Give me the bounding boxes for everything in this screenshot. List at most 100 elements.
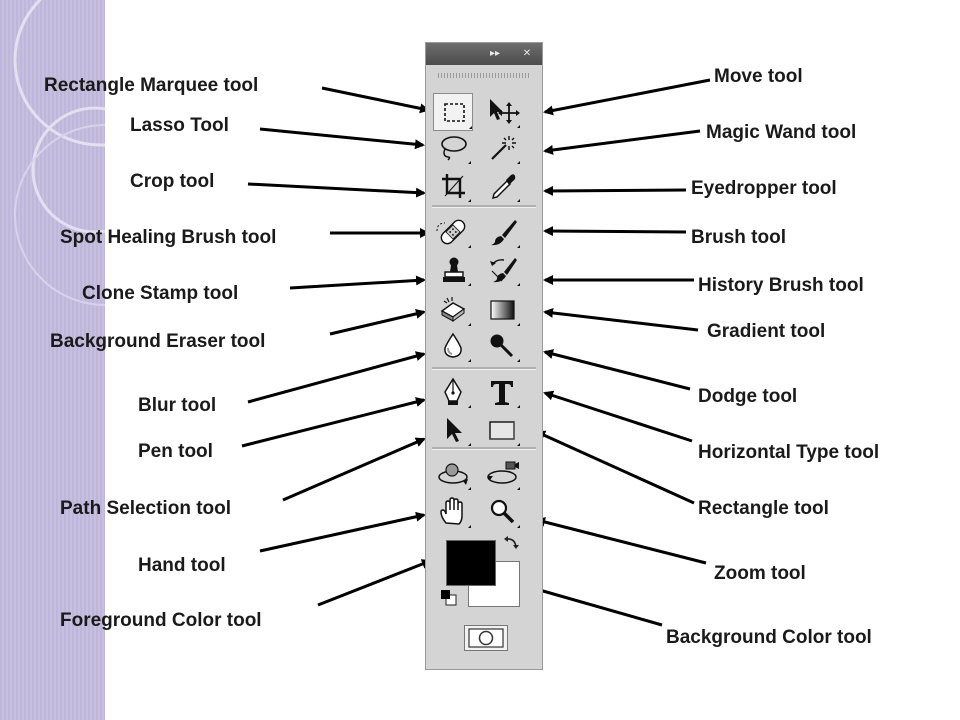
- callout-label: Background Eraser tool: [50, 331, 266, 352]
- droplet-icon: [444, 332, 471, 362]
- toolbox-panel: ▸▸ ✕: [425, 42, 543, 670]
- callout-label: Dodge tool: [698, 386, 798, 407]
- callout-arrow: [247, 351, 426, 404]
- callout-arrow: [317, 559, 432, 607]
- zoom-icon: [490, 499, 520, 528]
- history-brush-tool-button[interactable]: [482, 251, 522, 289]
- callout-label: Move tool: [714, 66, 803, 87]
- callout-arrow: [241, 397, 426, 448]
- callout-label: Rectangle tool: [698, 498, 829, 519]
- callout-arrow: [329, 308, 426, 336]
- pen-tool-button[interactable]: [433, 373, 473, 411]
- hand-tool-button[interactable]: [433, 493, 473, 531]
- rectangle-icon: [489, 421, 520, 446]
- callout-label: Pen tool: [138, 441, 213, 462]
- 3d-rotate-icon: [438, 463, 471, 490]
- callout-arrow: [520, 582, 663, 627]
- magic-wand-icon: [491, 136, 520, 164]
- callout-arrow: [543, 129, 701, 155]
- close-button[interactable]: ✕: [522, 48, 532, 59]
- dodge-icon: [490, 334, 520, 362]
- callout-arrow: [543, 78, 711, 116]
- callout-label: Brush tool: [691, 227, 786, 248]
- callout-arrow: [282, 437, 426, 502]
- blur-tool-button[interactable]: [433, 327, 473, 365]
- crop-tool-button[interactable]: [433, 167, 473, 205]
- stamp-icon: [443, 257, 471, 286]
- callout-label: Gradient tool: [707, 321, 826, 342]
- callout-label: Background Color tool: [666, 627, 872, 648]
- toolbox-header: ▸▸ ✕: [426, 43, 542, 65]
- callout-arrow: [259, 511, 426, 553]
- gradient-icon: [490, 300, 520, 326]
- callout-label: Hand tool: [138, 555, 226, 576]
- brush-icon: [491, 220, 520, 248]
- spot-healing-brush-tool-button[interactable]: [433, 213, 473, 251]
- default-colors-icon[interactable]: [440, 589, 458, 607]
- pen-icon: [444, 377, 471, 408]
- toolbox-grip[interactable]: [438, 73, 530, 78]
- history-brush-icon: [490, 258, 520, 286]
- callout-arrow: [543, 307, 699, 332]
- swap-colors-icon[interactable]: [502, 535, 520, 553]
- arrow-cursor-icon: [447, 418, 471, 446]
- gradient-tool-button[interactable]: [482, 291, 522, 329]
- tool-divider: [432, 205, 536, 208]
- foreground-color-swatch[interactable]: [446, 540, 496, 586]
- callout-label: Blur tool: [138, 395, 217, 416]
- eyedropper-icon: [491, 174, 520, 202]
- bandage-icon: [436, 219, 471, 248]
- move-icon: [490, 99, 520, 128]
- eyedropper-tool-button[interactable]: [482, 167, 522, 205]
- callout-arrow: [543, 226, 687, 237]
- magic-wand-tool-button[interactable]: [482, 129, 522, 167]
- callout-arrow: [247, 182, 426, 198]
- callout-label: Horizontal Type tool: [698, 442, 880, 463]
- horizontal-type-tool-button[interactable]: [482, 373, 522, 411]
- callout-label: Magic Wand tool: [706, 122, 857, 143]
- path-selection-tool-button[interactable]: [433, 411, 473, 449]
- sidebar-decoration: [0, 0, 105, 720]
- move-tool-button[interactable]: [482, 93, 522, 131]
- lasso-tool-button[interactable]: [433, 129, 473, 167]
- callout-arrow: [321, 86, 430, 114]
- collapse-button[interactable]: ▸▸: [489, 48, 501, 59]
- callout-arrow: [543, 185, 687, 196]
- clone-stamp-tool-button[interactable]: [433, 251, 473, 289]
- tool-divider: [432, 447, 536, 450]
- callout-arrow: [535, 517, 707, 565]
- background-eraser-tool-button[interactable]: [433, 291, 473, 329]
- callout-label: History Brush tool: [698, 275, 864, 296]
- eraser-icon: [440, 297, 471, 326]
- callout-label: Rectangle Marquee tool: [44, 75, 259, 96]
- zoom-tool-button[interactable]: [482, 493, 522, 531]
- callout-arrow: [543, 390, 693, 443]
- 3d-orbit-icon: [487, 461, 520, 490]
- callout-label: Foreground Color tool: [60, 610, 262, 631]
- lasso-icon: [441, 136, 471, 164]
- 3d-rotate-tool-button[interactable]: [433, 455, 473, 493]
- brush-tool-button[interactable]: [482, 213, 522, 251]
- callout-label: Lasso Tool: [130, 115, 229, 136]
- quick-mask-button[interactable]: [464, 625, 508, 651]
- callout-arrow: [535, 430, 695, 505]
- callout-arrow: [543, 349, 691, 391]
- crop-icon: [442, 174, 471, 202]
- type-icon: [491, 381, 520, 408]
- callout-label: Spot Healing Brush tool: [60, 227, 277, 248]
- rectangle-marquee-icon: [444, 103, 472, 129]
- callout-label: Eyedropper tool: [691, 178, 837, 199]
- rectangle-marquee-tool-button[interactable]: [433, 93, 473, 131]
- callout-label: Path Selection tool: [60, 498, 232, 519]
- 3d-orbit-tool-button[interactable]: [482, 455, 522, 493]
- hand-icon: [440, 497, 471, 528]
- dodge-tool-button[interactable]: [482, 327, 522, 365]
- quick-mask-icon: [468, 628, 504, 648]
- callout-arrow: [289, 275, 426, 290]
- tool-divider: [432, 367, 536, 370]
- callout-label: Zoom tool: [714, 563, 806, 584]
- rectangle-tool-button[interactable]: [482, 411, 522, 449]
- callout-label: Crop tool: [130, 171, 215, 192]
- callout-arrow: [259, 127, 425, 150]
- callout-label: Clone Stamp tool: [82, 283, 239, 304]
